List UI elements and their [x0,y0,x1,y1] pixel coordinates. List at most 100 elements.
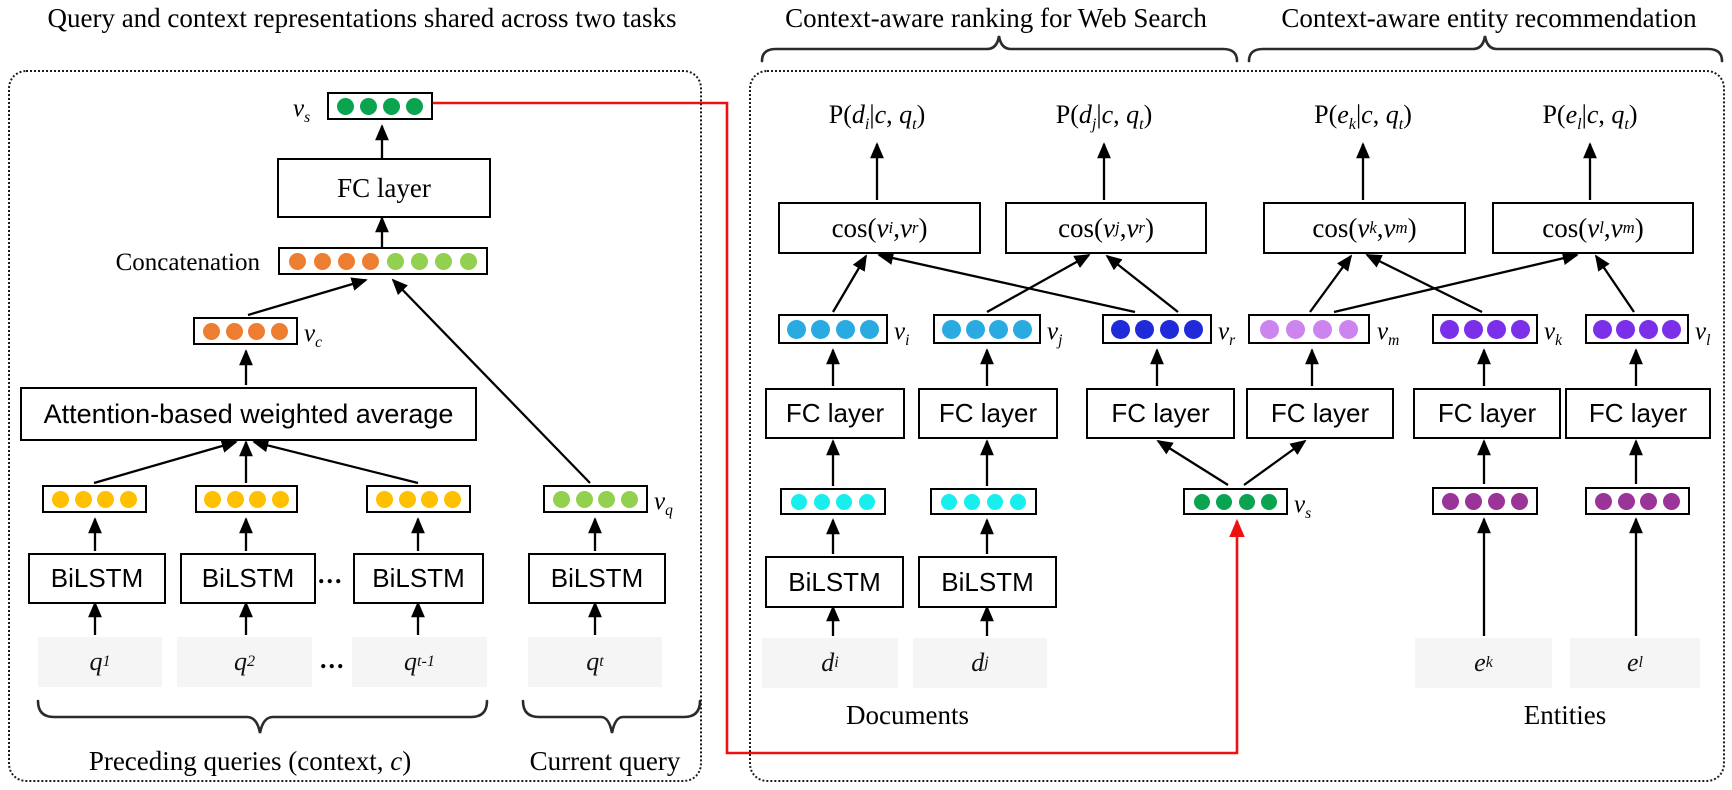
vector-vq [543,485,648,513]
vector-vm [1248,314,1370,344]
vector-dot [964,493,980,510]
title-web-search-ranking: Context-aware ranking for Web Search [785,3,1207,33]
vector-dot [225,322,243,340]
vector-dot [360,97,377,115]
bilstm-box-q1: BiLSTM [28,553,166,604]
bilstm-box-qt1: BiLSTM [353,553,484,604]
vector-dot [790,493,807,510]
bilstm-box-q2: BiLSTM [180,553,316,604]
vector-dot [444,490,462,508]
vector-dot [383,97,400,115]
vector-vc [193,317,298,345]
vm-label: vm [1377,318,1400,349]
vector-dot [362,252,380,270]
vector-dot [835,319,855,339]
vector-dot [1663,492,1681,510]
vector-dot [941,319,961,339]
vector-dot [1617,492,1635,510]
vector-dot [965,319,985,339]
vector-dot [337,97,354,115]
vector-vk [1432,314,1538,344]
bilstm-box-di: BiLSTM [765,556,904,608]
output-p-el: P(el|c, qt) [1542,100,1638,134]
vector-dot [1010,493,1026,510]
output-p-ek: P(ek|c, qt) [1314,100,1412,134]
vector-dot [1640,492,1658,510]
output-p-di: P(di|c, qt) [828,100,926,134]
vector-dot [120,490,138,508]
vector-dot [1259,319,1279,339]
vector-ek-embedding [1432,487,1538,515]
vector-dot [51,490,69,508]
fc-layer-box-left: FC layer [277,158,491,218]
right-panel-border [749,70,1725,782]
vector-vl [1585,314,1689,344]
vector-vs-left [327,92,433,120]
attention-box: Attention-based weighted average [20,387,477,441]
vector-dot [1013,319,1033,339]
vector-dot [375,490,393,508]
vector-dot [271,490,289,508]
brace-ranking [760,35,1239,63]
fc-layer-box-ek: FC layer [1413,388,1561,439]
vector-dot [1193,493,1210,510]
entities-caption: Entities [1523,700,1607,730]
vector-dot [859,319,879,339]
vector-dot [1183,319,1203,339]
vector-vi [778,314,888,344]
vector-dot [1639,319,1658,339]
title-entity-recommendation: Context-aware entity recommendation [1281,3,1697,33]
vector-dot [435,252,453,270]
vector-dot [406,97,423,115]
vector-dot [1216,493,1233,510]
vector-dot [410,252,428,270]
vector-dot [989,319,1009,339]
fc-layer-box-vm: FC layer [1246,388,1394,439]
vector-dot [337,252,355,270]
vector-dot [421,490,439,508]
vector-dot [1312,319,1332,339]
vector-el-embedding [1585,487,1690,515]
vector-dot [1238,493,1255,510]
brace-entity-rec [1247,35,1724,63]
fc-layer-box-el: FC layer [1565,388,1711,439]
vector-dot [248,322,266,340]
query-ellipsis: ... [320,645,346,674]
vector-dot [1261,493,1278,510]
vector-q2-hidden [195,485,298,513]
vector-dot [1616,319,1635,339]
vector-dot [1442,492,1459,510]
vector-dot [1487,319,1507,339]
vs-left-label: vs [293,95,311,126]
output-p-dj: P(dj|c, qt) [1055,100,1153,134]
vector-dot [1593,319,1612,339]
vk-label: vk [1544,318,1562,349]
vector-dot [598,490,616,508]
left-panel-border [8,70,702,782]
vector-dot [97,490,115,508]
vector-dot [575,490,593,508]
vector-dot [552,490,570,508]
bilstm-ellipsis: ... [318,560,344,589]
vector-dot [1339,319,1359,339]
fc-layer-box-di: FC layer [765,388,905,439]
vector-dot [1286,319,1306,339]
vector-dot [1135,319,1155,339]
vs-right-label: vs [1294,491,1312,522]
vector-dot [859,493,876,510]
concatenation-label: Concatenation [115,249,260,276]
current-query-caption: Current query [529,746,681,776]
bilstm-box-dj: BiLSTM [918,556,1057,608]
fc-layer-box-dj: FC layer [918,388,1058,439]
vector-dot [313,252,331,270]
vl-label: vl [1695,318,1711,349]
vector-dot [1463,319,1483,339]
